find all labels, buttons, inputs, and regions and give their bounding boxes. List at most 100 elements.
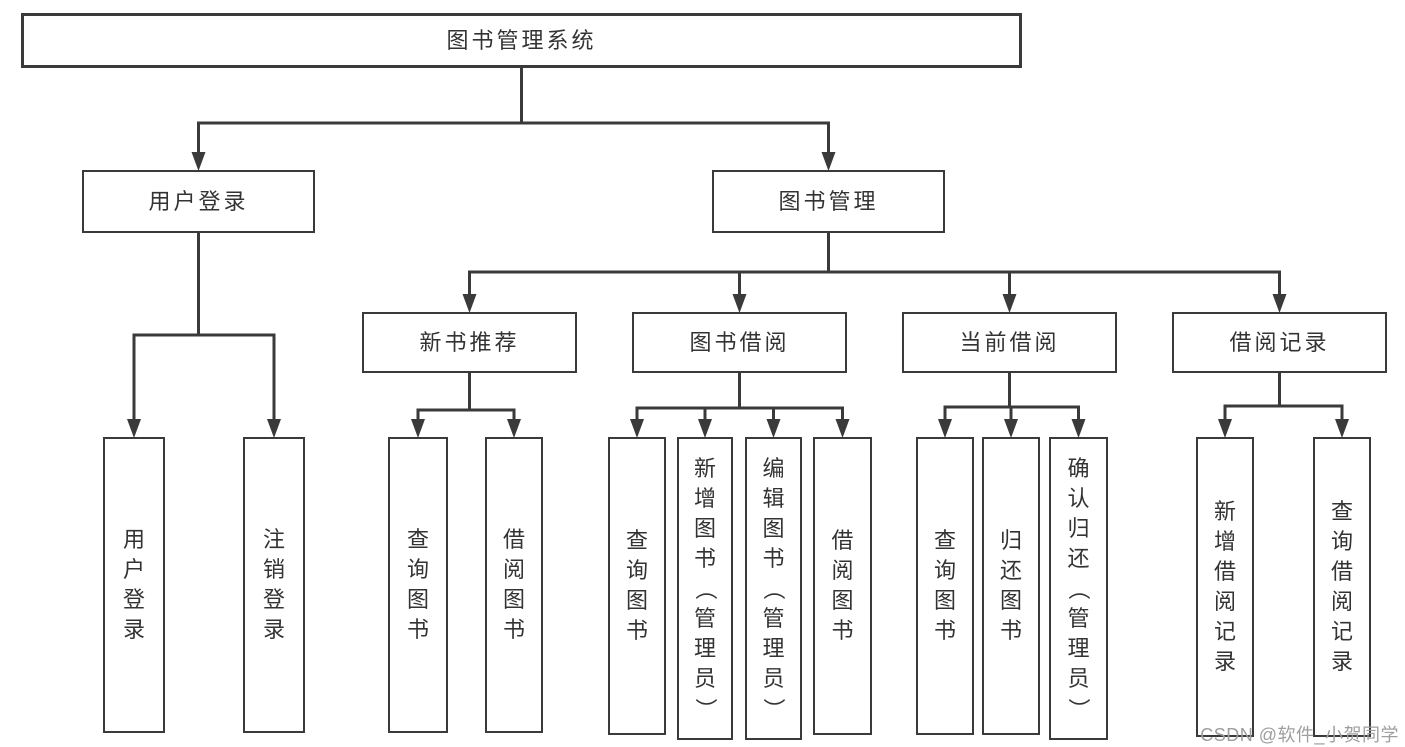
- node-label-char: 书: [762, 545, 785, 571]
- node-user-login: 用户登录: [82, 170, 315, 233]
- node-label: 借阅记录: [1229, 329, 1330, 355]
- node-label-char: 用: [122, 527, 145, 552]
- node-label-char: 管: [693, 605, 716, 631]
- node-v-cb-query: 查询图书: [916, 437, 974, 735]
- node-label-char: 书: [693, 545, 716, 571]
- node-label-char: 归: [1067, 515, 1090, 541]
- node-label-char: 登: [122, 587, 145, 612]
- node-label-char: 书: [831, 618, 854, 643]
- node-label-char: 图: [999, 588, 1022, 613]
- node-label-char: 图: [762, 515, 785, 541]
- node-label-char: 管: [762, 605, 785, 631]
- node-label-char: 登: [262, 587, 285, 612]
- tree-edges: [132, 68, 1344, 422]
- node-label-char: 查: [1330, 499, 1353, 524]
- node-label-char: 增: [1213, 529, 1236, 554]
- node-borrow-records: 借阅记录: [1172, 312, 1387, 373]
- node-label-char: 图: [502, 587, 525, 612]
- node-v-br-query: 查询借阅记录: [1313, 437, 1371, 737]
- node-label-char: ）: [1066, 697, 1092, 720]
- node-label: 图书管理系统: [446, 27, 597, 53]
- node-label-char: （: [1066, 577, 1092, 600]
- node-label-char: 借: [1330, 559, 1353, 584]
- node-v-user-login: 用户登录: [103, 437, 165, 733]
- node-label-char: 还: [999, 558, 1022, 583]
- node-v-bb-query: 查询图书: [608, 437, 666, 735]
- node-label-char: 员: [1067, 665, 1090, 691]
- node-new-book-rec: 新书推荐: [362, 312, 577, 373]
- node-label-char: ）: [761, 697, 787, 720]
- node-label-char: 询: [406, 557, 429, 582]
- node-label-char: 图: [406, 587, 429, 612]
- node-book-borrow: 图书借阅: [632, 312, 847, 373]
- node-label-char: 注: [262, 527, 285, 552]
- node-label-char: 查: [933, 528, 956, 553]
- node-label-char: 图: [933, 588, 956, 613]
- node-label-char: 询: [1330, 529, 1353, 554]
- node-label-char: （: [692, 577, 718, 600]
- node-label-char: 记: [1213, 619, 1236, 644]
- node-label-char: 阅: [502, 557, 525, 582]
- node-current-borrow: 当前借阅: [902, 312, 1117, 373]
- node-label-char: 借: [831, 528, 854, 553]
- node-v-cb-confirm: 确认归还 （ 管理员 ）: [1049, 437, 1108, 740]
- node-label-char: 书: [406, 617, 429, 642]
- node-label-char: 询: [625, 558, 648, 583]
- node-label-char: 录: [122, 617, 145, 642]
- node-label-char: 增: [693, 485, 716, 511]
- node-label: 新书推荐: [419, 329, 520, 355]
- node-label-char: 书: [502, 617, 525, 642]
- node-label-char: 阅: [1330, 589, 1353, 614]
- node-label: 图书管理: [778, 188, 879, 214]
- node-label-char: 确: [1067, 455, 1090, 481]
- node-label: 用户登录: [148, 188, 249, 214]
- node-v-bb-add: 新增图书 （ 管理员 ）: [677, 437, 733, 740]
- node-label: 图书借阅: [689, 329, 790, 355]
- node-label-char: 书: [933, 618, 956, 643]
- node-label-char: 借: [502, 527, 525, 552]
- node-label-char: 还: [1067, 545, 1090, 571]
- node-label-char: 员: [762, 665, 785, 691]
- node-label-char: 查: [625, 528, 648, 553]
- node-v-rec-borrow: 借阅图书: [485, 437, 543, 733]
- node-label-char: 销: [262, 557, 285, 582]
- node-label-char: 归: [999, 528, 1022, 553]
- node-label-char: 询: [933, 558, 956, 583]
- node-label-char: 新: [693, 455, 716, 481]
- node-label-char: 认: [1067, 485, 1090, 511]
- node-label-char: ）: [692, 697, 718, 720]
- node-label-char: 户: [122, 557, 145, 582]
- node-label-char: 员: [693, 665, 716, 691]
- node-label-char: 管: [1067, 605, 1090, 631]
- node-label-char: 新: [1213, 499, 1236, 524]
- node-v-br-add: 新增借阅记录: [1196, 437, 1254, 737]
- node-v-logout: 注销登录: [243, 437, 305, 733]
- watermark: CSDN @软件_小贺同学: [1200, 725, 1399, 745]
- node-label-char: （: [761, 577, 787, 600]
- node-v-bb-borrow: 借阅图书: [813, 437, 872, 735]
- node-label-char: 录: [1330, 649, 1353, 674]
- node-label-char: 阅: [831, 558, 854, 583]
- node-v-bb-edit: 编辑图书（管理员）: [745, 437, 802, 740]
- node-label-char: 编: [762, 455, 785, 481]
- node-v-rec-query: 查询图书: [388, 437, 448, 733]
- node-v-cb-return: 归还图书: [982, 437, 1040, 735]
- node-label-char: 阅: [1213, 589, 1236, 614]
- node-label-char: 记: [1330, 619, 1353, 644]
- node-label-char: 图: [625, 588, 648, 613]
- node-label-char: 录: [1213, 649, 1236, 674]
- node-label-char: 辑: [762, 485, 785, 511]
- node-book-mgmt: 图书管理: [712, 170, 945, 233]
- node-label-char: 书: [999, 618, 1022, 643]
- node-label: 当前借阅: [959, 329, 1060, 355]
- node-root: 图书管理系统: [21, 13, 1022, 68]
- node-label-char: 录: [262, 617, 285, 642]
- node-label-char: 查: [406, 527, 429, 552]
- node-label-char: 理: [693, 635, 716, 661]
- node-label-char: 理: [1067, 635, 1090, 661]
- node-label-char: 借: [1213, 559, 1236, 584]
- arrowhead-icon: [127, 152, 1349, 438]
- node-label-char: 图: [693, 515, 716, 541]
